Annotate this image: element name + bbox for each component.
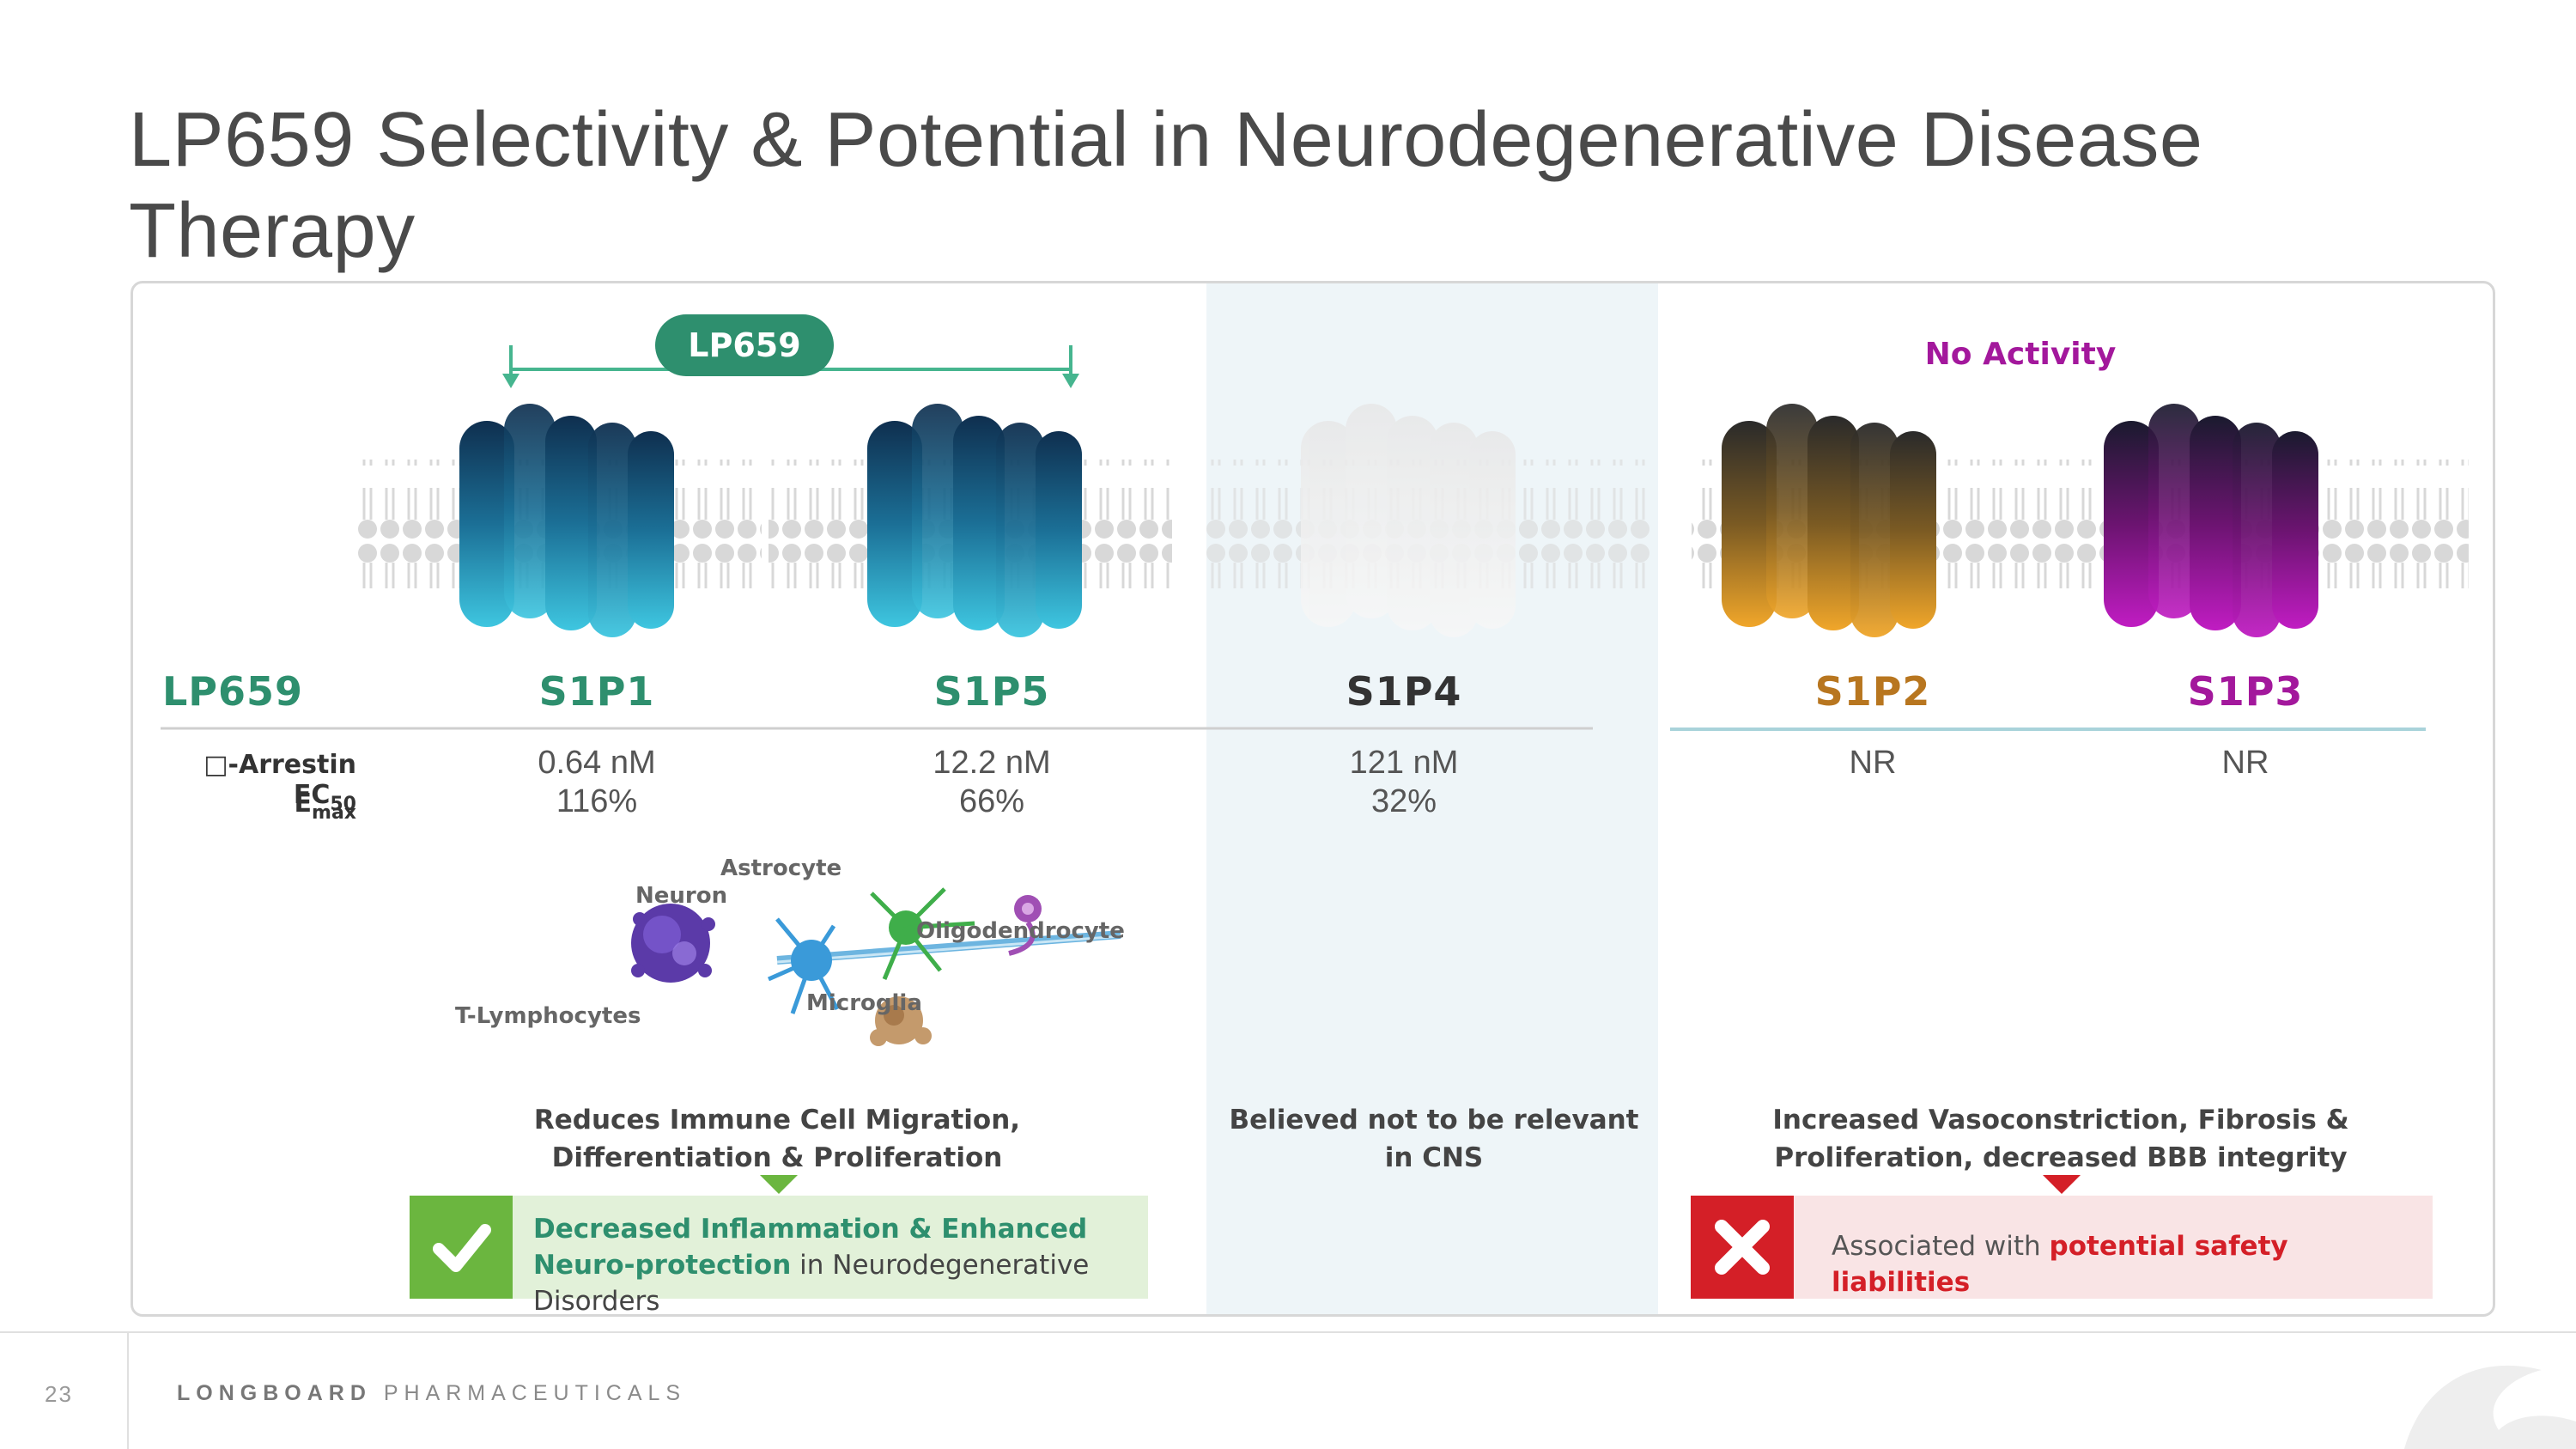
footer-divider — [0, 1331, 2576, 1333]
company-name-rest: PHARMACEUTICALS — [371, 1381, 687, 1405]
benefit-text-bold: Decreased Inflammation & Enhanced Neuro-… — [533, 1214, 1088, 1281]
neuron-label: Neuron — [635, 883, 728, 909]
risk-callout: Associated with potential safety liabili… — [1691, 1196, 2433, 1299]
ec50-label-text: □-Arrestin EC — [204, 750, 356, 810]
emax-label-text: E — [294, 788, 313, 819]
t-lymphocyte-icon — [631, 904, 715, 983]
lp659-pill: LP659 — [655, 314, 834, 376]
s1p2-s1p3-divider — [1670, 728, 2426, 731]
astrocyte-label: Astrocyte — [720, 855, 842, 881]
benefit-text: Decreased Inflammation & Enhanced Neuro-… — [533, 1211, 1134, 1317]
risk-text: Associated with potential safety liabili… — [1832, 1228, 2415, 1300]
s1p1-receptor — [459, 404, 674, 637]
s1p2-ec50: NR — [1849, 745, 1897, 781]
s1p3-receptor — [2104, 404, 2318, 637]
page-title: LP659 Selectivity & Potential in Neurode… — [129, 97, 2203, 274]
s1p3-ec50: NR — [2221, 745, 2269, 781]
s1p5-ec50: 12.2 nM — [933, 745, 1051, 781]
company-name-bold: LONGBOARD — [177, 1381, 372, 1405]
right-caption: Increased Vasoconstriction, Fibrosis & P… — [1772, 1105, 2349, 1173]
x-mark-icon — [1691, 1196, 1794, 1299]
t-lymphocytes-label: T-Lymphocytes — [455, 1003, 641, 1029]
oligodendrocyte-label: Oligodendrocyte — [916, 918, 1125, 944]
benefit-text-rest: in Neurodegenerative Disorders — [533, 1250, 1090, 1317]
footer-separator — [127, 1333, 129, 1449]
company-name: LONGBOARD PHARMACEUTICALS — [177, 1381, 686, 1406]
page-number: 23 — [45, 1381, 73, 1407]
benefit-callout: Decreased Inflammation & Enhanced Neuro-… — [410, 1196, 1148, 1314]
s1p4-emax: 32% — [1370, 783, 1437, 819]
s1p4-ec50: 121 nM — [1349, 745, 1459, 781]
receptor-label-s1p2: S1P2 — [1814, 668, 1931, 715]
emax-row-label: Emax — [133, 788, 356, 824]
s1p1-emax: 116% — [556, 783, 638, 819]
left-caption: Reduces Immune Cell Migration, Different… — [533, 1105, 1021, 1173]
microglia-icon — [870, 996, 932, 1046]
receptor-label-s1p5: S1P5 — [933, 668, 1050, 715]
checkmark-icon — [410, 1196, 513, 1299]
s1p5-receptor — [867, 404, 1082, 637]
s1p1-ec50: 0.64 nM — [538, 745, 656, 781]
s1p4-receptor — [1301, 404, 1516, 637]
s1p2-receptor — [1722, 404, 1936, 637]
ec50-subscript: 50 — [330, 794, 356, 815]
microglia-label: Microglia — [806, 990, 922, 1016]
neuron-icon — [767, 917, 840, 1014]
middle-caption: Believed not to be relevant in CNS — [1229, 1105, 1639, 1173]
receptor-label-s1p3: S1P3 — [2187, 668, 2304, 715]
receptor-label-s1p1: S1P1 — [538, 668, 655, 715]
red-pointer-icon — [2043, 1175, 2081, 1194]
s1p5-emax: 66% — [958, 783, 1025, 819]
no-activity-label: No Activity — [1924, 337, 2117, 372]
emax-subscript: max — [312, 802, 356, 824]
receptor-illustration — [161, 345, 2469, 730]
astrocyte-icon — [870, 887, 975, 980]
oligodendrocyte-icon — [1008, 895, 1042, 956]
receptor-label-s1p4: S1P4 — [1346, 668, 1462, 715]
ec50-row-label: □-Arrestin EC50 — [133, 750, 356, 815]
risk-text-prefix: Associated with — [1832, 1231, 2050, 1262]
content-panel: LP659 No Activity LP659 S1P1 S1P5 S1P4 S… — [131, 281, 2495, 1317]
wave-logo-icon — [2404, 1365, 2576, 1449]
cells-illustration — [631, 887, 1121, 1046]
compound-label: LP659 — [162, 668, 304, 715]
risk-text-bold: potential safety liabilities — [1832, 1231, 2288, 1298]
green-pointer-icon — [760, 1175, 798, 1194]
